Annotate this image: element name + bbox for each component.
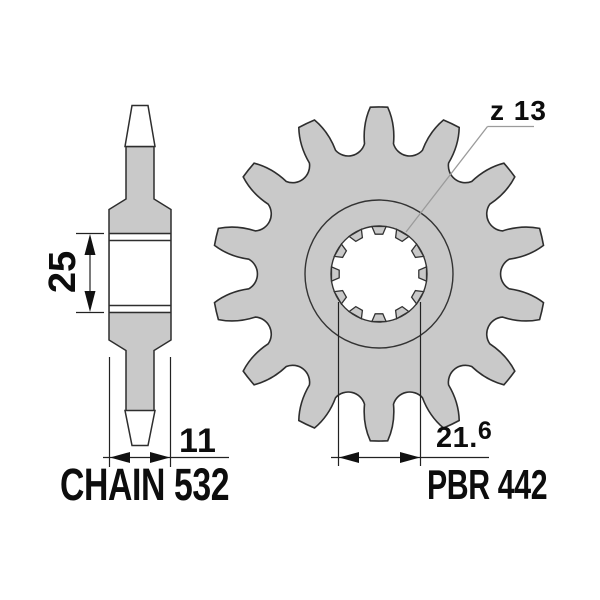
dim25-arrow-up <box>84 234 96 255</box>
dim-21-6-superscript: 6 <box>477 417 493 445</box>
part-number-label: PBR 442 <box>427 461 548 508</box>
tooth-tip-bottom <box>124 409 156 447</box>
z13-leader <box>405 125 534 233</box>
teeth-count-label: z 13 <box>490 95 547 126</box>
spline-teeth <box>330 225 428 323</box>
dim-21-6-label: 21.6 <box>436 419 492 454</box>
side-view-hub-window <box>110 234 170 312</box>
sprocket-side-view <box>108 104 172 447</box>
bore-circle <box>330 225 428 323</box>
chain-size-label: CHAIN 532 <box>60 459 230 510</box>
dimension-25 <box>76 232 104 314</box>
dimension-21-6 <box>331 302 489 466</box>
dim216-arrow-right <box>400 452 420 463</box>
dim-25-label: 25 <box>42 250 84 294</box>
sprocket-front-view <box>213 106 545 442</box>
dim11-arrow-right <box>150 452 170 463</box>
dim-21-6-main: 21. <box>436 422 478 454</box>
z13-leader-line <box>405 126 489 233</box>
hub-circle <box>304 199 454 349</box>
dim-11-label: 11 <box>179 422 217 460</box>
dim11-arrow-left <box>110 452 130 463</box>
dimension-11 <box>103 357 229 467</box>
dim216-arrow-left <box>339 452 359 463</box>
tooth-tip-top <box>124 104 156 148</box>
dim25-arrow-down <box>84 291 96 312</box>
